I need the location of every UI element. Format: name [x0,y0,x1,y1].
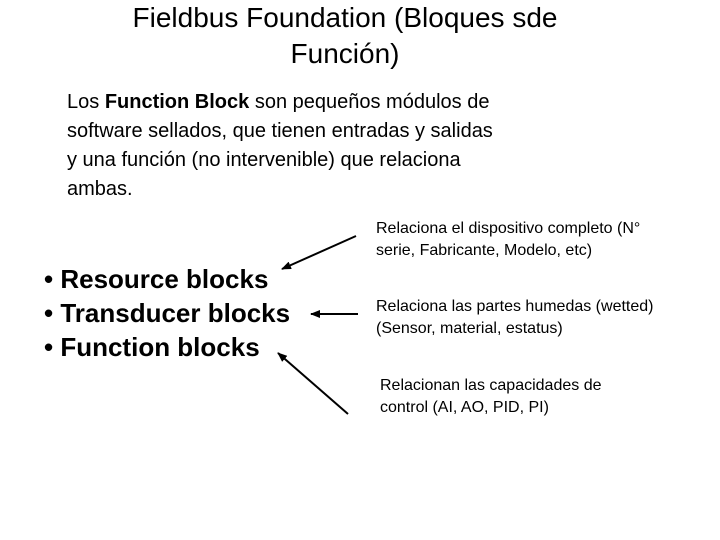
note-function-line-1: Relacionan las capacidades de [380,377,602,394]
note-resource-line-2: serie, Fabricante, Modelo, etc) [376,242,593,259]
intro-line-4: ambas. [67,178,133,200]
intro-line-1-rest: son pequeños módulos de [249,91,490,113]
intro-line-2: software sellados, que tienen entradas y… [67,120,493,142]
block-types-list: • Resource blocks • Transducer blocks • … [44,262,344,364]
intro-bold-term: Function Block [104,91,250,113]
note-transducer-blocks: Relaciona las partes humedas (wetted) (S… [376,296,706,340]
note-transducer-line-1: Relaciona las partes humedas (wetted) [376,298,654,315]
note-transducer-line-2: (Sensor, material, estatus) [376,320,563,337]
note-resource-blocks: Relaciona el dispositivo completo (N° se… [376,218,706,262]
note-resource-line-1: Relaciona el dispositivo completo (N° [376,220,641,237]
intro-line-1: Los Function Block son pequeños módulos … [67,88,627,117]
slide-title-line-1: Fieldbus Foundation (Bloques sde [132,2,558,33]
list-item-function-blocks: • Function blocks [44,332,260,362]
slide-title-line-2: Función) [290,38,400,69]
intro-line-3: y una función (no intervenible) que rela… [67,149,461,171]
intro-paragraph: Los Function Block son pequeños módulos … [67,88,627,204]
slide-title: Fieldbus Foundation (Bloques sde Función… [60,0,630,72]
list-item-transducer-blocks: • Transducer blocks [44,298,291,328]
list-item-resource-blocks: • Resource blocks [44,264,269,294]
note-function-line-2: control (AI, AO, PID, PI) [380,399,549,416]
intro-prefix: Los [67,91,105,113]
note-function-blocks: Relacionan las capacidades de control (A… [380,375,710,419]
